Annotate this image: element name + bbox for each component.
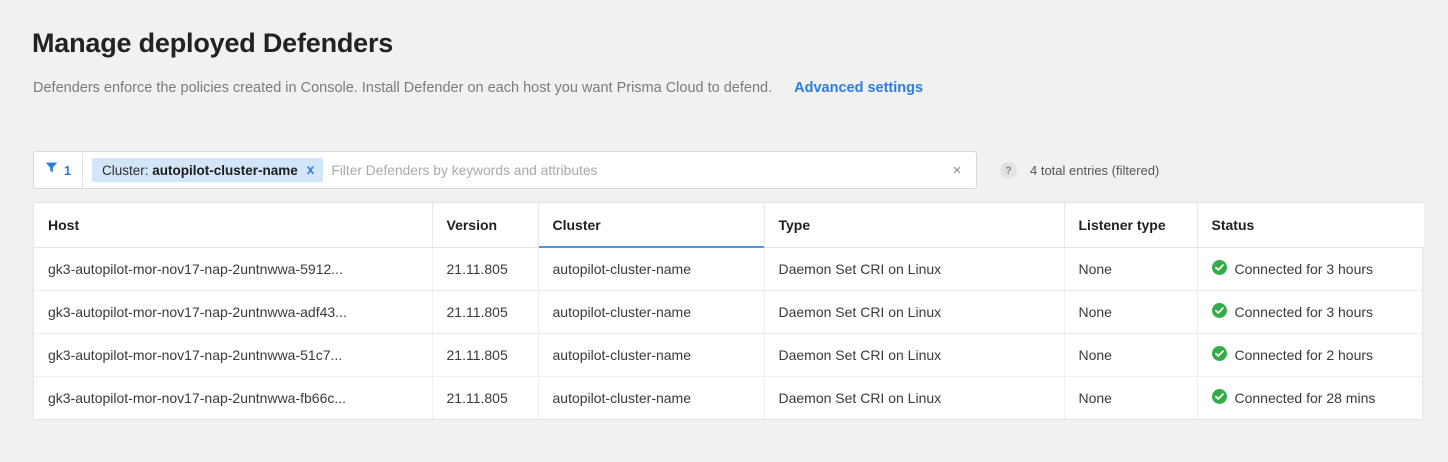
defenders-table: Host Version Cluster Type Listener type … — [34, 203, 1424, 419]
help-icon[interactable]: ? — [1000, 162, 1017, 179]
cell-host: gk3-autopilot-mor-nov17-nap-2untnwwa-51c… — [34, 333, 433, 377]
column-header-status[interactable]: Status — [1197, 203, 1424, 248]
table-row[interactable]: gk3-autopilot-mor-nov17-nap-2untnwwa-591… — [34, 247, 1425, 291]
page-subtitle: Defenders enforce the policies created i… — [33, 80, 773, 96]
cell-listener-type: None — [1064, 290, 1198, 334]
cell-status: Connected for 28 mins — [1197, 377, 1424, 420]
cell-type: Daemon Set CRI on Linux — [764, 376, 1065, 419]
check-circle-icon — [1211, 346, 1227, 364]
cell-host: gk3-autopilot-mor-nov17-nap-2untnwwa-591… — [34, 247, 433, 291]
status-badge: Connected for 3 hours — [1211, 303, 1425, 321]
cell-host: gk3-autopilot-mor-nov17-nap-2untnwwa-fb6… — [34, 376, 433, 419]
column-header-cluster[interactable]: Cluster — [538, 203, 765, 248]
cell-type: Daemon Set CRI on Linux — [764, 333, 1065, 377]
defenders-page: Manage deployed Defenders Defenders enfo… — [14, 8, 1434, 454]
check-circle-icon — [1211, 389, 1227, 407]
check-circle-icon — [1211, 303, 1227, 321]
check-circle-icon — [1211, 260, 1227, 278]
total-entries-label: 4 total entries (filtered) — [1030, 163, 1160, 178]
cell-cluster: autopilot-cluster-name — [538, 333, 765, 377]
page-title: Manage deployed Defenders — [32, 28, 394, 58]
filter-chip-remove-icon[interactable]: x — [306, 162, 315, 178]
column-header-type[interactable]: Type — [764, 203, 1065, 248]
column-header-host[interactable]: Host — [34, 203, 433, 248]
status-text: Connected for 3 hours — [1234, 304, 1374, 320]
status-badge: Connected for 2 hours — [1211, 346, 1425, 364]
page-subtitle-row: Defenders enforce the policies created i… — [33, 80, 923, 96]
cell-host: gk3-autopilot-mor-nov17-nap-2untnwwa-adf… — [34, 290, 433, 334]
table-header-row: Host Version Cluster Type Listener type … — [34, 203, 1424, 248]
cell-status: Connected for 2 hours — [1197, 333, 1425, 377]
funnel-icon — [45, 161, 58, 179]
cell-version: 21.11.805 — [432, 247, 539, 291]
table-row[interactable]: gk3-autopilot-mor-nov17-nap-2untnwwa-51c… — [34, 333, 1425, 377]
advanced-settings-link[interactable]: Advanced settings — [794, 80, 924, 96]
cell-status: Connected for 3 hours — [1197, 290, 1425, 334]
defenders-table-container: Host Version Cluster Type Listener type … — [33, 202, 1424, 420]
status-text: Connected for 3 hours — [1234, 261, 1374, 277]
cell-listener-type: None — [1064, 333, 1198, 377]
filter-toggle-button[interactable]: 1 — [34, 152, 83, 188]
clear-filter-icon[interactable]: × — [952, 161, 962, 179]
column-header-version[interactable]: Version — [432, 203, 539, 248]
status-text: Connected for 28 mins — [1234, 390, 1376, 406]
status-badge: Connected for 28 mins — [1211, 389, 1425, 407]
cell-type: Daemon Set CRI on Linux — [764, 247, 1065, 291]
status-badge: Connected for 3 hours — [1211, 260, 1425, 278]
cell-version: 21.11.805 — [432, 376, 539, 419]
cell-cluster: autopilot-cluster-name — [538, 247, 765, 291]
filter-chip-key: Cluster: — [102, 162, 149, 178]
cell-version: 21.11.805 — [432, 290, 539, 334]
filter-chip-text: Cluster: autopilot-cluster-name — [102, 163, 298, 178]
cell-listener-type: None — [1064, 376, 1198, 419]
table-header: Host Version Cluster Type Listener type … — [34, 203, 1424, 248]
filter-input[interactable] — [331, 162, 938, 178]
table-body: gk3-autopilot-mor-nov17-nap-2untnwwa-591… — [34, 247, 1425, 420]
filter-chip-cluster[interactable]: Cluster: autopilot-cluster-name x — [92, 158, 324, 182]
column-header-listener-type[interactable]: Listener type — [1064, 203, 1198, 248]
status-text: Connected for 2 hours — [1234, 347, 1374, 363]
cell-cluster: autopilot-cluster-name — [538, 290, 765, 334]
filter-count: 1 — [63, 162, 72, 178]
cell-listener-type: None — [1064, 247, 1198, 291]
cell-type: Daemon Set CRI on Linux — [764, 290, 1065, 334]
filter-bar: 1 Cluster: autopilot-cluster-name x × — [33, 151, 977, 189]
table-row[interactable]: gk3-autopilot-mor-nov17-nap-2untnwwa-fb6… — [34, 376, 1424, 420]
cell-status: Connected for 3 hours — [1197, 247, 1425, 291]
cell-version: 21.11.805 — [432, 333, 539, 377]
table-row[interactable]: gk3-autopilot-mor-nov17-nap-2untnwwa-adf… — [34, 290, 1425, 334]
cell-cluster: autopilot-cluster-name — [538, 376, 765, 419]
filter-chip-value: autopilot-cluster-name — [152, 162, 298, 178]
